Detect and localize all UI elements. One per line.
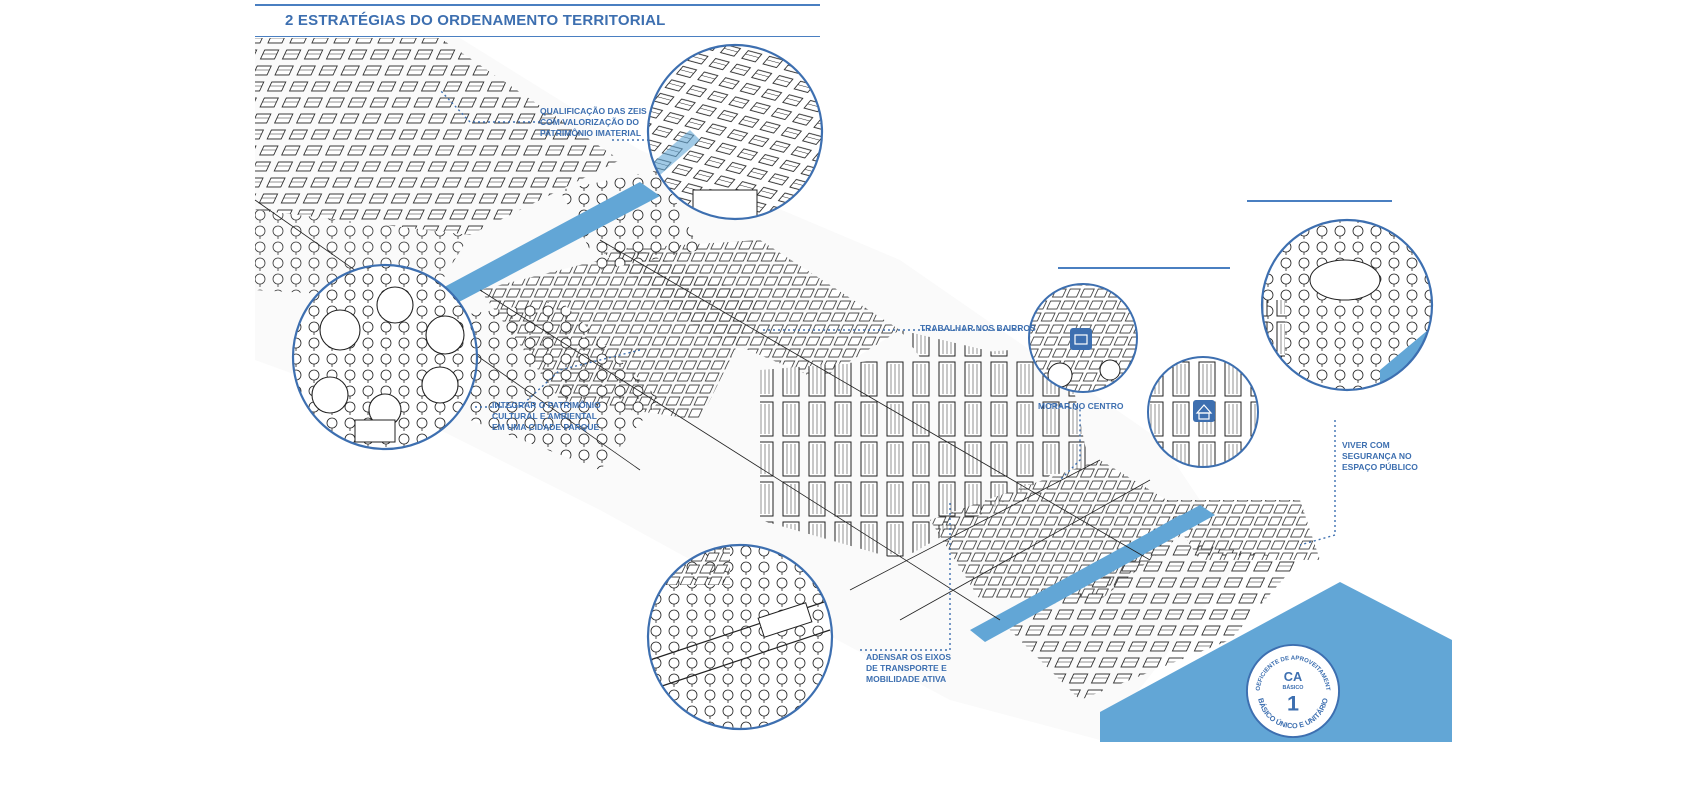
badge-ca: CA — [1284, 669, 1302, 684]
detail-circle-seguranca — [1260, 218, 1434, 392]
callout-zeis-line-3: PATRIMÔNIO IMATERIAL — [540, 128, 642, 138]
callout-bairros: TRABALHAR NOS BAIRROS — [920, 323, 1036, 334]
badge-value: 1 — [1287, 691, 1299, 716]
callout-seguranca: VIVER COM SEGURANÇA NO ESPAÇO PÚBLICO — [1342, 440, 1418, 473]
callout-seguranca-line-3: ESPAÇO PÚBLICO — [1342, 462, 1418, 472]
callout-centro: MORAR NO CENTRO — [1038, 401, 1123, 412]
callout-cidade-parque-line-3: EM UMA CIDADE PARQUE — [492, 422, 600, 432]
detail-circle-cidade-parque — [291, 263, 479, 451]
callout-eixos-line-1: ADENSAR OS EIXOS — [866, 652, 952, 662]
detail-circle-eixos — [646, 543, 834, 731]
title-top-rule — [255, 4, 820, 6]
badge-basico: BÁSICO — [1283, 684, 1304, 691]
callout-cidade-parque-line-1: INTEGRAR O PATRIMÔNIO — [492, 400, 601, 410]
detail-circle-zeis — [646, 43, 824, 221]
detail-circle-centro — [1147, 356, 1259, 468]
leader-lines — [439, 89, 1336, 651]
page-title: 2 ESTRATÉGIAS DO ORDENAMENTO TERRITORIAL — [285, 12, 666, 29]
callout-zeis-line-2: COM VALORIZAÇÃO DO — [540, 117, 640, 127]
callout-seguranca-line-1: VIVER COM — [1342, 440, 1390, 450]
title-bottom-rule — [255, 36, 820, 37]
detail-circle-bairros — [1028, 283, 1138, 393]
callout-zeis-line-1: QUALIFICAÇÃO DAS ZEIS — [540, 106, 647, 116]
callout-eixos-line-2: DE TRANSPORTE E — [866, 663, 947, 673]
callout-zeis: QUALIFICAÇÃO DAS ZEIS COM VALORIZAÇÃO DO… — [540, 106, 647, 139]
ca-basico-badge: COEFICIENTE DE APROVEITAMENTO BÁSICO ÚNI… — [1244, 642, 1341, 739]
callout-cidade-parque: INTEGRAR O PATRIMÔNIO CULTURAL E AMBIENT… — [492, 400, 601, 433]
callout-eixos-line-3: MOBILIDADE ATIVA — [866, 674, 947, 684]
callout-cidade-parque-line-2: CULTURAL E AMBIENTAL — [492, 411, 597, 421]
callout-seguranca-line-2: SEGURANÇA NO — [1342, 451, 1412, 461]
callout-bairros-line-1: TRABALHAR NOS BAIRROS — [920, 323, 1036, 333]
callout-eixos: ADENSAR OS EIXOS DE TRANSPORTE E MOBILID… — [866, 652, 951, 685]
callout-centro-line-1: MORAR NO CENTRO — [1038, 401, 1124, 411]
side-rule-middle — [1058, 267, 1230, 269]
side-rule-right — [1247, 200, 1392, 202]
